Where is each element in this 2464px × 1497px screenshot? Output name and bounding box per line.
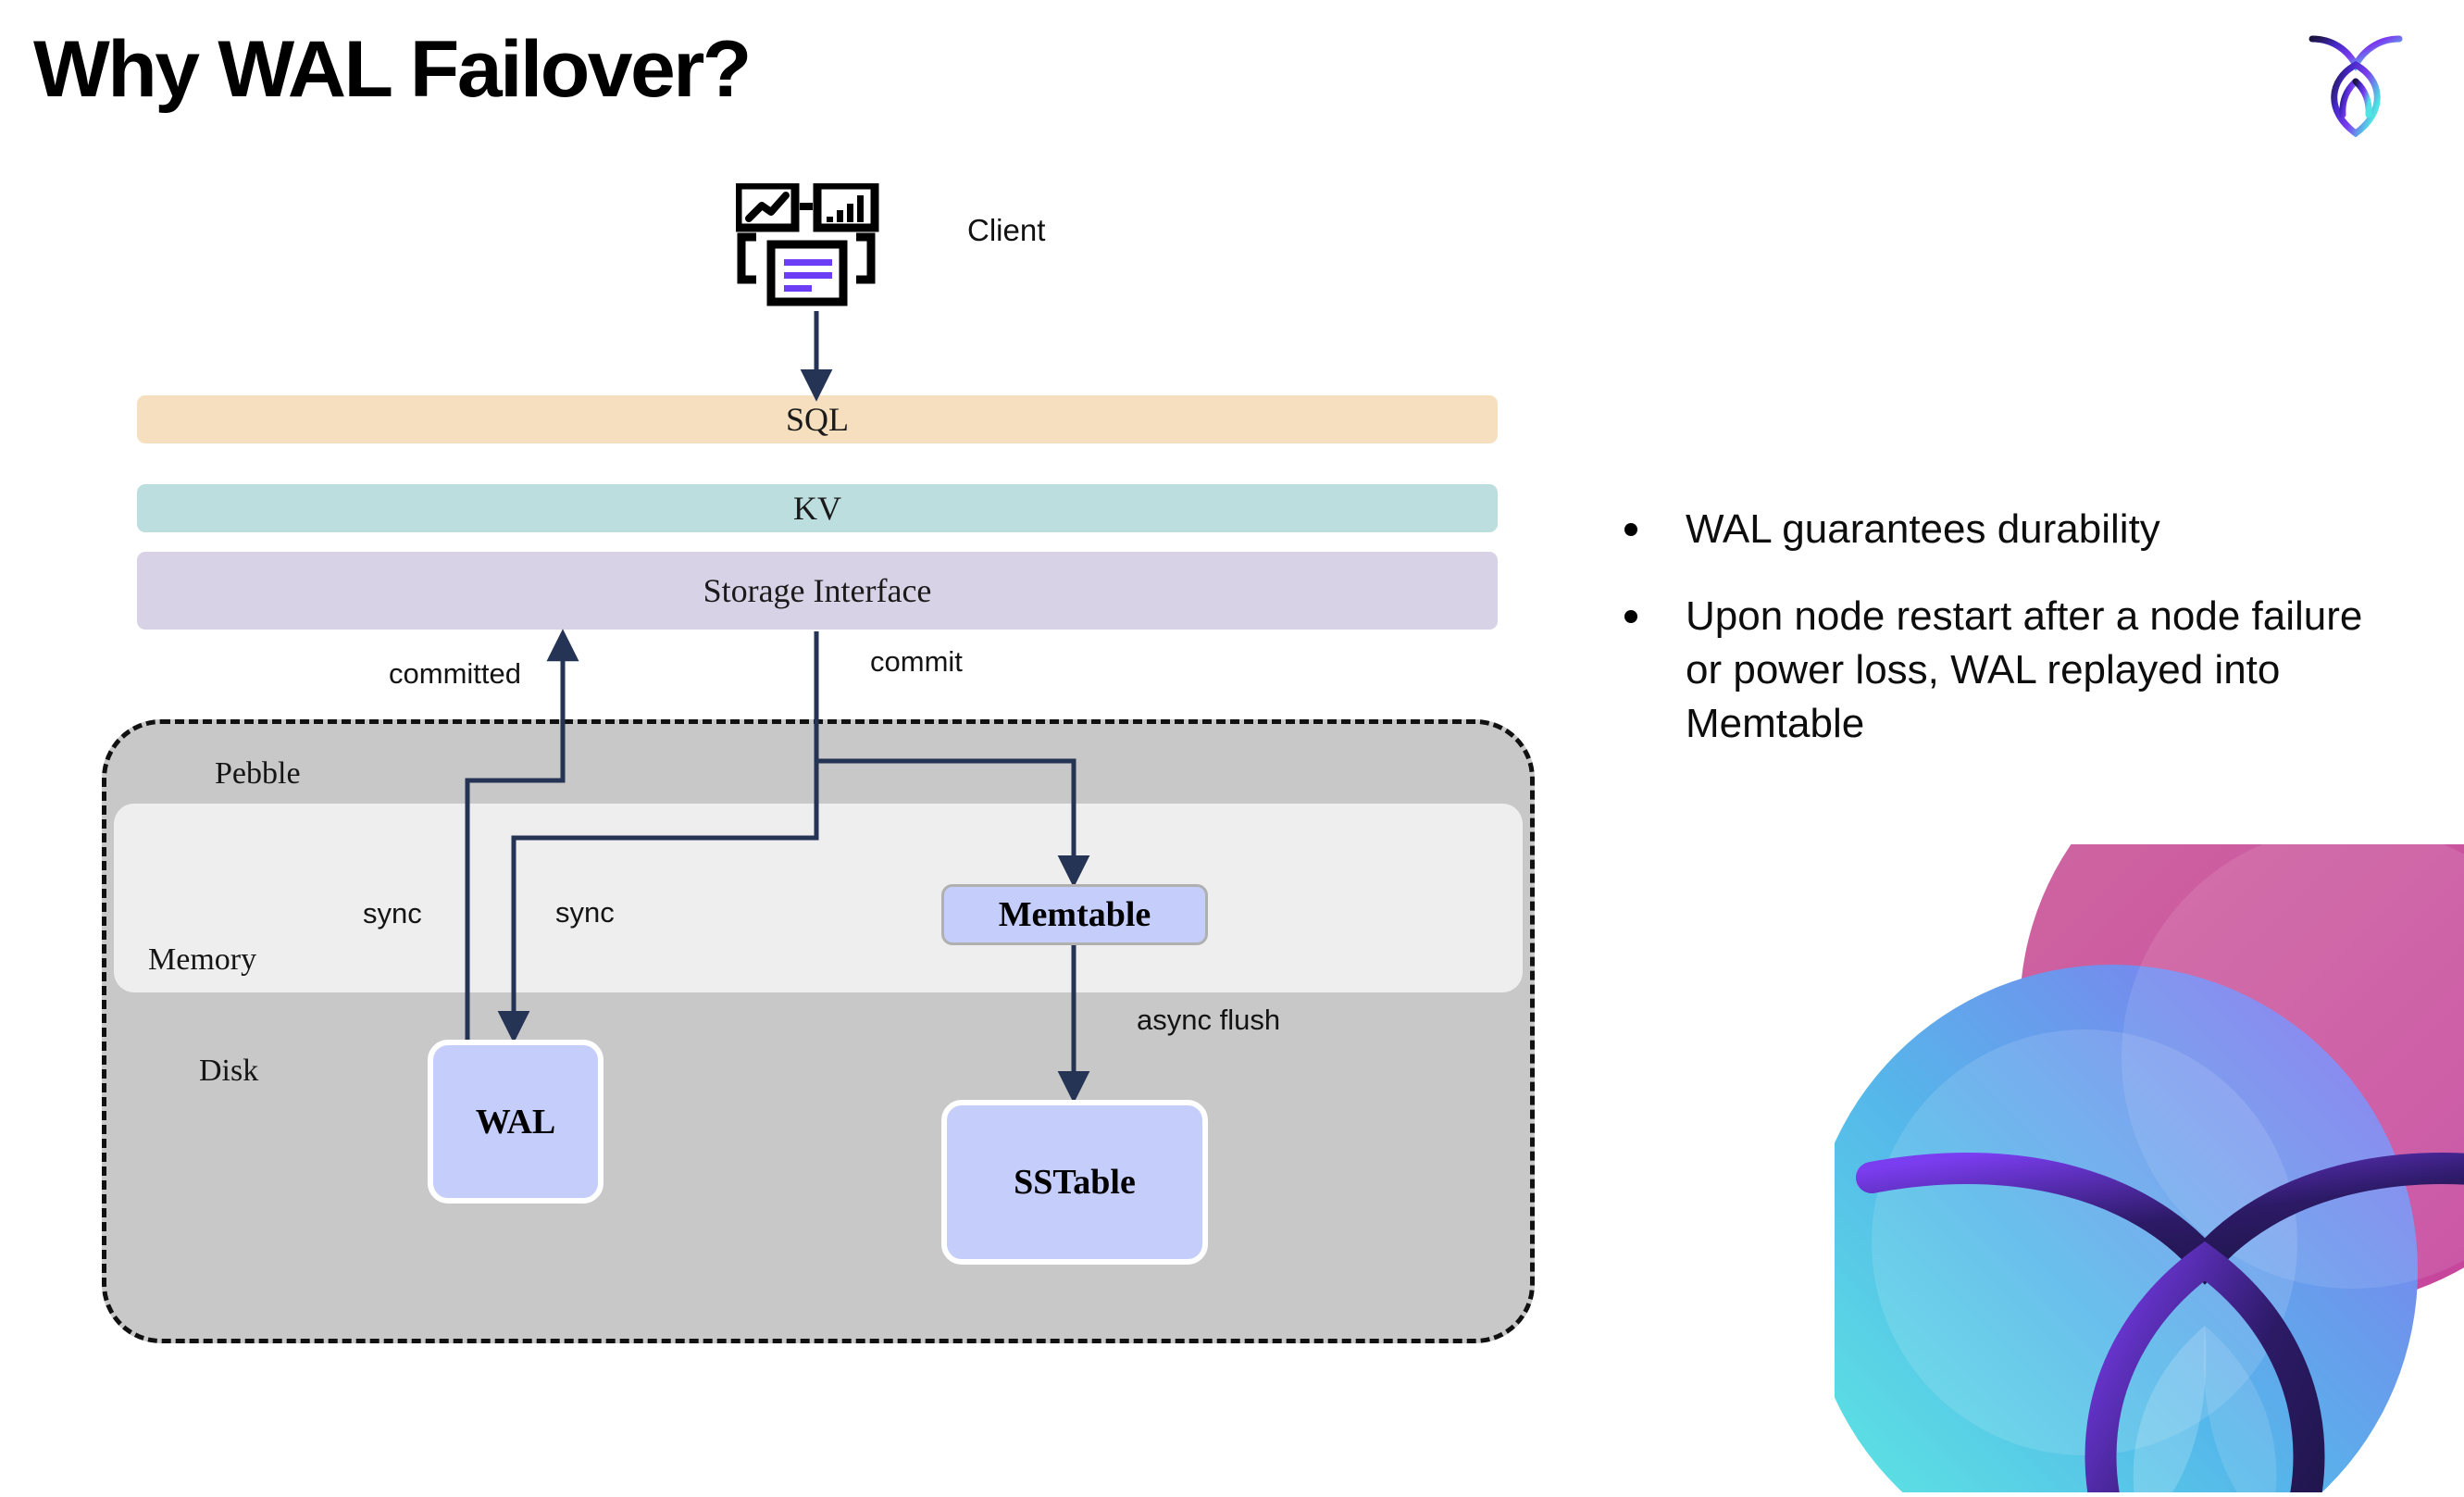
entity-sstable: SSTable — [941, 1100, 1208, 1265]
entity-wal: WAL — [428, 1040, 604, 1204]
layer-bar-storage-interface: Storage Interface — [137, 552, 1498, 630]
edge-label-sync-right: sync — [555, 896, 615, 929]
list-item: WAL guarantees durability — [1624, 503, 2393, 556]
layer-label-kv: KV — [793, 490, 841, 527]
layer-bar-sql: SQL — [137, 395, 1498, 443]
edge-label-committed: committed — [389, 657, 521, 690]
pebble-label: Pebble — [215, 756, 301, 791]
client-terminal-icon — [733, 181, 884, 313]
list-item: Upon node restart after a node failure o… — [1624, 590, 2393, 751]
layer-bar-kv: KV — [137, 484, 1498, 532]
cockroachdb-logo-icon — [2305, 26, 2407, 138]
bullet-dot-icon — [1624, 610, 1637, 624]
edge-label-async-flush: async flush — [1137, 1004, 1281, 1036]
bullet-dot-icon — [1624, 523, 1637, 536]
entity-label-wal: WAL — [475, 1102, 556, 1141]
entity-label-sstable: SSTable — [1014, 1163, 1136, 1202]
memory-label: Memory — [148, 942, 257, 977]
disk-label: Disk — [199, 1054, 259, 1088]
entity-label-memtable: Memtable — [998, 895, 1151, 934]
page-title: Why WAL Failover? — [33, 25, 752, 114]
layer-label-sql: SQL — [785, 401, 849, 438]
client-label: Client — [967, 213, 1046, 247]
entity-memtable: Memtable — [941, 884, 1208, 945]
memory-zone — [114, 804, 1523, 992]
decorative-logo-artwork — [1835, 844, 2464, 1492]
bullet-text: Upon node restart after a node failure o… — [1686, 593, 2363, 747]
layer-label-storage-interface: Storage Interface — [703, 572, 932, 609]
bullet-list: WAL guarantees durability Upon node rest… — [1624, 503, 2393, 784]
bullet-text: WAL guarantees durability — [1686, 506, 2160, 552]
edge-label-commit: commit — [870, 645, 963, 678]
edge-label-sync-left: sync — [363, 897, 422, 929]
